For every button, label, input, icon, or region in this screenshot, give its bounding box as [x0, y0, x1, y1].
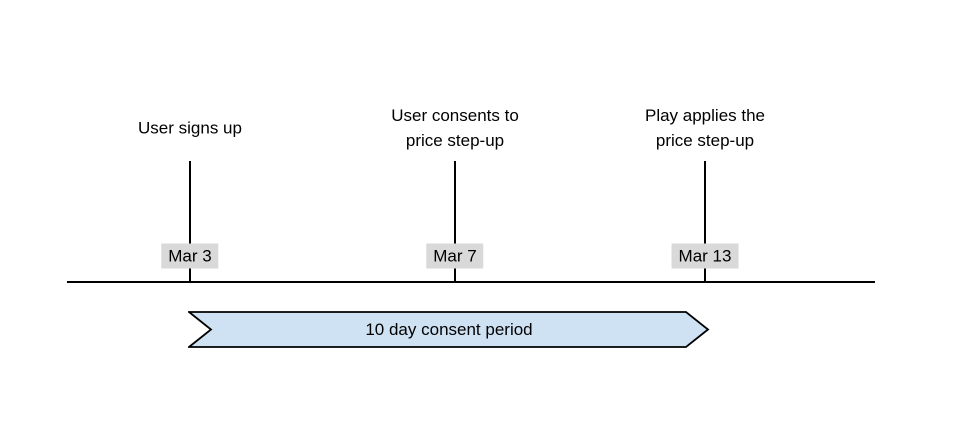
event-connector-line	[189, 161, 191, 282]
chevron-ribbon-shape	[188, 311, 710, 348]
event-connector-line	[454, 161, 456, 282]
event-connector-line	[704, 161, 706, 282]
event-date-mar-7: Mar 7	[426, 243, 484, 269]
event-date-mar-13: Mar 13	[671, 243, 739, 269]
timeline-axis	[67, 281, 875, 283]
event-label-play-applies: Play applies the price step-up	[644, 106, 766, 150]
consent-period-banner: 10 day consent period	[188, 311, 710, 348]
event-label-user-signs-up: User signs up	[138, 118, 242, 138]
event-label-user-consents: User consents to price step-up	[391, 106, 519, 150]
chevron-ribbon-polygon	[188, 311, 710, 348]
consent-period-label: 10 day consent period	[365, 319, 533, 339]
event-date-mar-3: Mar 3	[161, 243, 219, 269]
